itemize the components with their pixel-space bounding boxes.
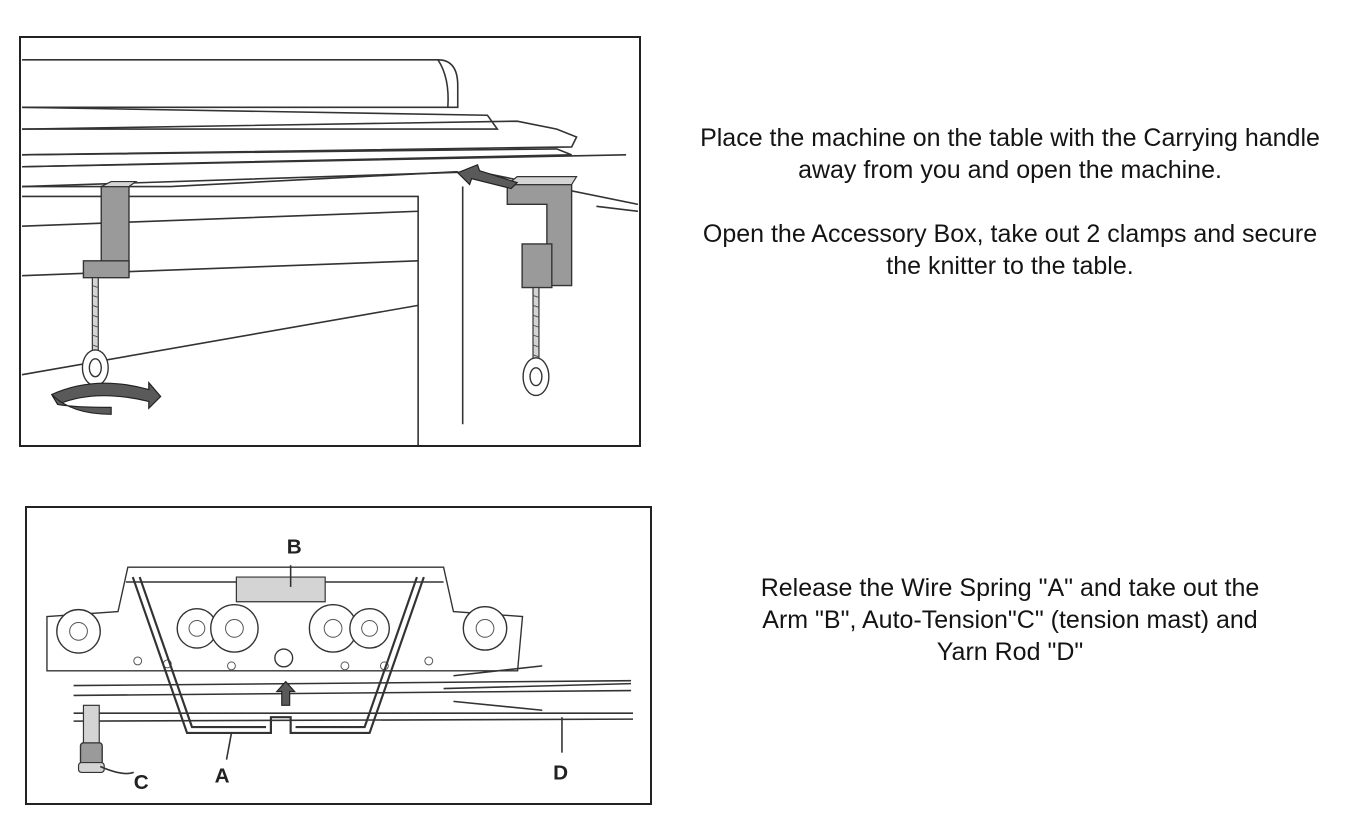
gear-set [56,603,508,668]
callout-d: D [553,761,568,784]
carriage-parts-illustration: B C A D [25,506,652,805]
carriage-parts-drawing: B C A D [46,535,634,794]
step-1-instructions: Place the machine on the table with the … [700,122,1320,282]
callout-c: C [134,771,149,794]
callout-b: B [287,535,302,558]
step-1-paragraph-2: Open the Accessory Box, take out 2 clamp… [702,220,1318,280]
clamp-illustration [19,36,641,447]
table-clamp-drawing [21,58,639,445]
callout-a: A [215,764,230,787]
step-2-instructions: Release the Wire Spring "A" and take out… [740,572,1280,668]
step-2-paragraph-1: Release the Wire Spring "A" and take out… [760,574,1260,666]
step-1-paragraph-1: Place the machine on the table with the … [700,124,1320,184]
